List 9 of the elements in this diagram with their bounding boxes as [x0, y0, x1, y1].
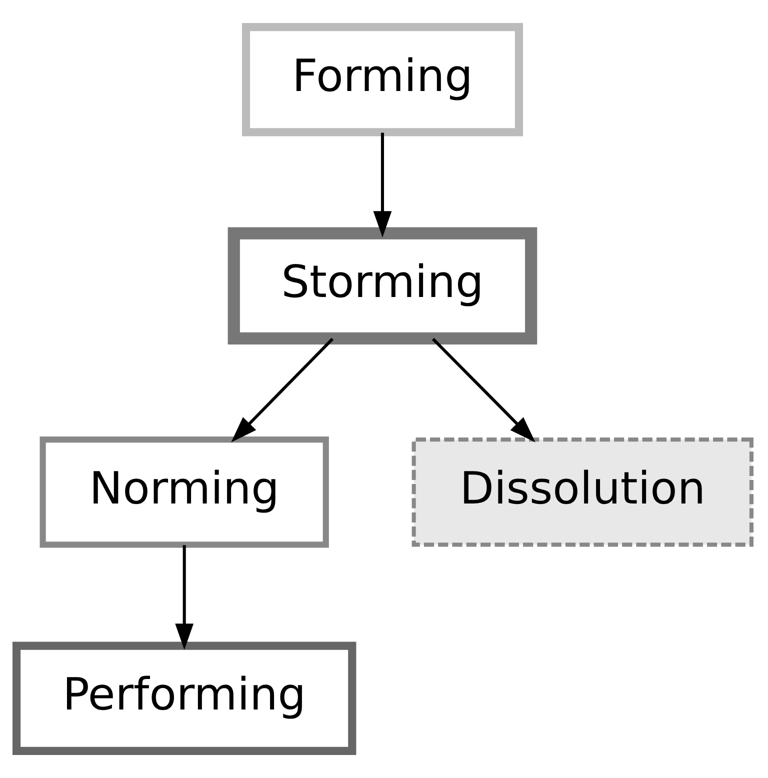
- node-box: Forming: [242, 23, 523, 136]
- node-box: Storming: [228, 227, 538, 345]
- node-box: Performing: [12, 642, 356, 755]
- node-box: Norming: [40, 436, 329, 548]
- arrow: [373, 132, 392, 238]
- arrow: [432, 338, 536, 442]
- node-box: Dissolution: [412, 438, 754, 547]
- arrow: [231, 338, 334, 442]
- arrow: [175, 545, 194, 650]
